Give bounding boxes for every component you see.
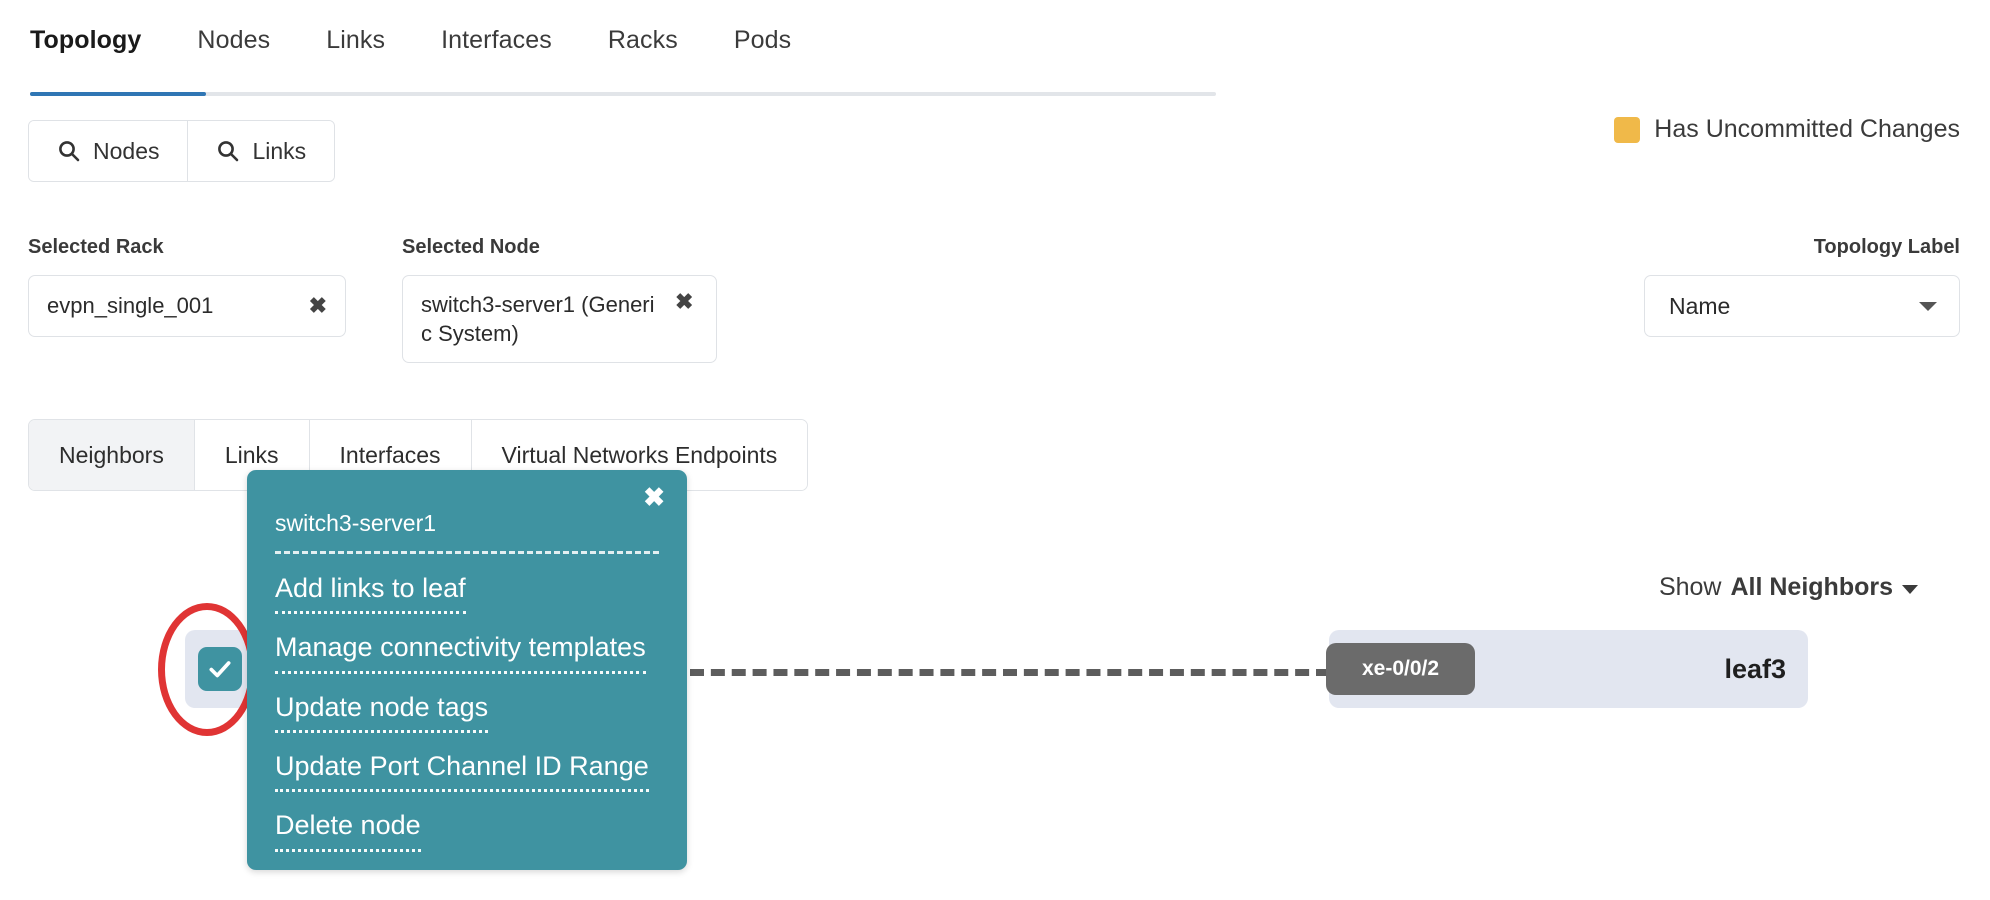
tab-nodes[interactable]: Nodes [169, 20, 298, 73]
tab-bar-rule [30, 92, 1216, 96]
menu-item-update-port-channel-id-range[interactable]: Update Port Channel ID Range [275, 738, 649, 792]
node-context-menu: ✖ switch3-server1 Add links to leaf Mana… [247, 470, 687, 870]
search-links-button[interactable]: Links [187, 121, 334, 181]
clear-rack-icon[interactable]: ✖ [309, 294, 327, 318]
clear-node-icon[interactable]: ✖ [675, 290, 693, 314]
topology-label-value: Name [1669, 293, 1730, 320]
selected-node-label: Selected Node [402, 236, 717, 259]
search-button-group: Nodes Links [28, 120, 335, 182]
search-nodes-label: Nodes [93, 138, 159, 165]
selected-node-value: switch3-server1 (Generic System) [421, 290, 661, 348]
show-neighbors-prefix: Show [1659, 573, 1722, 602]
selected-rack-value: evpn_single_001 [47, 291, 295, 320]
node-select-checkbox[interactable] [198, 647, 242, 691]
uncommitted-swatch-icon [1614, 117, 1640, 143]
context-menu-title: switch3-server1 [275, 496, 659, 539]
menu-item-delete-node[interactable]: Delete node [275, 797, 421, 851]
subtab-neighbors[interactable]: Neighbors [29, 420, 194, 490]
topology-node-target[interactable]: xe-0/0/2 leaf3 [1329, 630, 1808, 708]
selected-rack-input[interactable]: evpn_single_001 ✖ [28, 275, 346, 337]
topology-label-select[interactable]: Name [1644, 275, 1960, 337]
tab-active-indicator [30, 92, 206, 96]
tab-links[interactable]: Links [298, 20, 413, 73]
menu-item-update-node-tags[interactable]: Update node tags [275, 679, 488, 733]
show-neighbors-dropdown[interactable]: Show All Neighbors [1659, 573, 1918, 602]
menu-item-add-links-to-leaf[interactable]: Add links to leaf [275, 560, 466, 614]
tab-interfaces[interactable]: Interfaces [413, 20, 580, 73]
primary-tab-bar: Topology Nodes Links Interfaces Racks Po… [30, 20, 1216, 92]
topology-label-caption: Topology Label [1644, 236, 1960, 259]
uncommitted-legend-label: Has Uncommitted Changes [1654, 115, 1960, 144]
topology-link-line [690, 669, 1330, 676]
search-icon [216, 139, 240, 163]
port-badge[interactable]: xe-0/0/2 [1326, 643, 1475, 695]
selected-rack-group: Selected Rack evpn_single_001 ✖ [28, 236, 346, 337]
topology-label-group: Topology Label Name [1644, 236, 1960, 337]
selected-node-group: Selected Node switch3-server1 (Generic S… [402, 236, 717, 363]
search-nodes-button[interactable]: Nodes [29, 121, 187, 181]
selected-node-input[interactable]: switch3-server1 (Generic System) ✖ [402, 275, 717, 363]
close-icon[interactable]: ✖ [643, 484, 665, 510]
search-icon [57, 139, 81, 163]
chevron-down-icon [1919, 302, 1937, 311]
topology-node-target-label: leaf3 [1724, 654, 1786, 685]
uncommitted-changes-legend: Has Uncommitted Changes [1614, 115, 1960, 144]
tab-pods[interactable]: Pods [706, 20, 819, 73]
tab-racks[interactable]: Racks [580, 20, 706, 73]
chevron-down-icon [1902, 585, 1918, 594]
tab-topology[interactable]: Topology [30, 20, 169, 73]
selected-rack-label: Selected Rack [28, 236, 346, 259]
context-menu-divider [275, 551, 659, 554]
search-links-label: Links [252, 138, 306, 165]
show-neighbors-value: All Neighbors [1730, 573, 1893, 602]
menu-item-manage-connectivity-templates[interactable]: Manage connectivity templates [275, 619, 646, 673]
